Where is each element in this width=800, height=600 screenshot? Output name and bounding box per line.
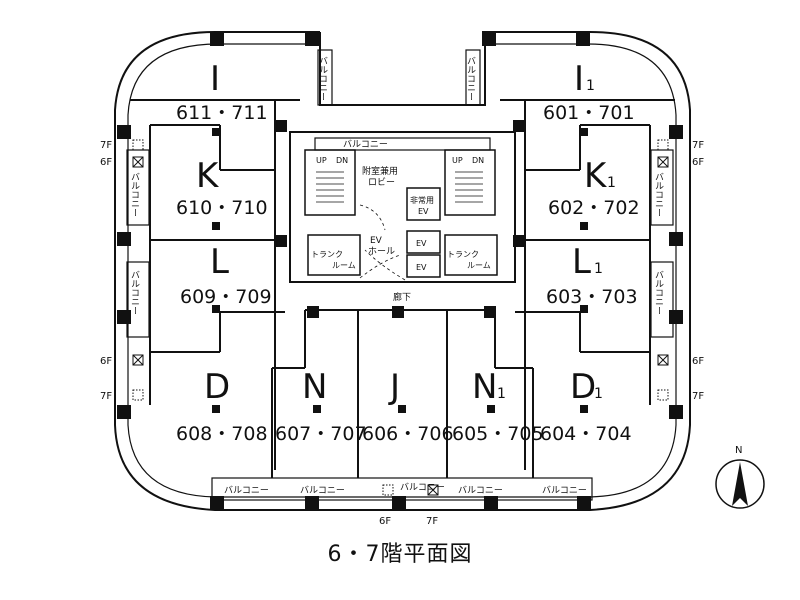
unit-rooms: 611・711 — [176, 102, 268, 124]
unit-rooms: 603・703 — [546, 286, 638, 308]
lobby-label: 附室兼用 — [362, 165, 398, 177]
unit-rooms: 606・706 — [362, 423, 454, 445]
unit-letter: I — [210, 59, 220, 99]
stair-dn-label: DN — [336, 156, 348, 165]
core-labels: バルコニー 附室兼用 ロビー 非常用 EV EV EV EV ホール トランク … — [311, 139, 491, 303]
unit-rooms: 601・701 — [543, 102, 635, 124]
balcony-label: バルコニー — [317, 56, 328, 101]
floor-6f-label: 6F — [100, 157, 112, 168]
balcony-label: バルコニー — [224, 485, 269, 496]
unit-letter: J — [388, 367, 400, 407]
emergency-ev-label: 非常用 — [410, 195, 434, 205]
unit-L1[interactable]: L 1 603・703 — [546, 242, 638, 308]
unit-letter: K — [584, 156, 608, 196]
unit-letter: N — [302, 367, 327, 407]
balcony-label: バルコニー — [458, 485, 503, 496]
lobby-label: ロビー — [368, 177, 395, 188]
floor-markers: 7F 6F 7F 6F 6F 7F 6F 7F 6F 7F — [100, 139, 704, 527]
unit-J[interactable]: J 606・706 — [362, 367, 454, 445]
floor-7f-label: 7F — [100, 391, 112, 402]
balcony-label: バルコニー — [129, 172, 140, 217]
compass-n-label: N — [735, 445, 742, 456]
stair-dn-label: DN — [472, 156, 484, 165]
floor-6f-label: 6F — [692, 157, 704, 168]
unit-rooms: 604・704 — [540, 423, 632, 445]
balcony-label: バルコニー — [653, 172, 664, 217]
interior-walls — [130, 99, 675, 478]
unit-D1[interactable]: D 1 604・704 — [540, 367, 632, 445]
compass-circle — [715, 459, 765, 509]
ev-hall-label: EV — [370, 236, 383, 246]
stair-up-label: UP — [316, 156, 327, 165]
balcony-labels: バルコニー バルコニー バルコニー バルコニー バルコニー バルコニー バルコニ… — [129, 56, 664, 496]
unit-rooms: 607・707 — [275, 423, 367, 445]
unit-I1[interactable]: I 1 601・701 — [543, 59, 635, 124]
unit-K[interactable]: K 610・710 — [176, 156, 268, 219]
unit-I[interactable]: I 611・711 — [176, 59, 268, 124]
unit-K1[interactable]: K 1 602・702 — [548, 156, 640, 219]
side-balconies — [126, 49, 674, 338]
unit-N[interactable]: N 607・707 — [275, 367, 367, 445]
ev-hall-label: ホール — [368, 246, 395, 257]
ev-label: EV — [416, 239, 427, 248]
corridor-label: 廊下 — [393, 291, 411, 303]
balcony-label: バルコニー — [465, 56, 476, 101]
balcony-label: バルコニー — [400, 482, 445, 493]
trunk-room-label: ルーム — [467, 261, 491, 270]
floor-7f-label: 7F — [100, 140, 112, 151]
unit-letter: N — [472, 367, 497, 407]
drawing-caption: 6・7階平面図 — [327, 542, 473, 567]
unit-letter: L — [210, 242, 229, 282]
north-arrow-icon — [732, 462, 748, 506]
unit-subscript: 1 — [586, 78, 595, 94]
floor-7f-label: 7F — [426, 516, 438, 527]
balcony-label: バルコニー — [129, 270, 140, 315]
trunk-room-label: ルーム — [332, 261, 356, 270]
floor-7f-label: 7F — [692, 140, 704, 151]
unit-N1[interactable]: N 1 605・705 — [452, 367, 544, 445]
floor-6f-label: 6F — [379, 516, 391, 527]
unit-subscript: 1 — [594, 261, 603, 277]
unit-letter: L — [572, 242, 591, 282]
unit-markers — [212, 128, 588, 413]
ev-label: EV — [416, 263, 427, 272]
trunk-room-label: トランク — [311, 250, 343, 259]
unit-rooms: 602・702 — [548, 197, 640, 219]
floor-7f-label: 7F — [692, 391, 704, 402]
unit-rooms: 610・710 — [176, 197, 268, 219]
core — [289, 131, 516, 283]
unit-L[interactable]: L 609・709 — [180, 242, 272, 308]
unit-rooms: 608・708 — [176, 423, 268, 445]
unit-subscript: 1 — [607, 175, 616, 191]
unit-letter: K — [196, 156, 220, 196]
floor-6f-label: 6F — [100, 356, 112, 367]
trunk-room-label: トランク — [447, 250, 479, 259]
unit-subscript: 1 — [497, 386, 506, 402]
balcony-label: バルコニー — [542, 485, 587, 496]
stair-up-label: UP — [452, 156, 463, 165]
unit-letter: I — [574, 59, 584, 99]
balcony-label: バルコニー — [653, 270, 664, 315]
balcony-label-core: バルコニー — [343, 139, 388, 150]
floor-6f-label: 6F — [692, 356, 704, 367]
north-compass: N — [715, 445, 765, 509]
unit-subscript: 1 — [594, 386, 603, 402]
unit-rooms: 609・709 — [180, 286, 272, 308]
unit-letter: D — [204, 367, 230, 407]
unit-D[interactable]: D 608・708 — [176, 367, 268, 445]
emergency-ev-label: EV — [418, 207, 429, 216]
unit-rooms: 605・705 — [452, 423, 544, 445]
unit-letter: D — [570, 367, 596, 407]
pillars — [117, 32, 683, 510]
balcony-label: バルコニー — [300, 485, 345, 496]
